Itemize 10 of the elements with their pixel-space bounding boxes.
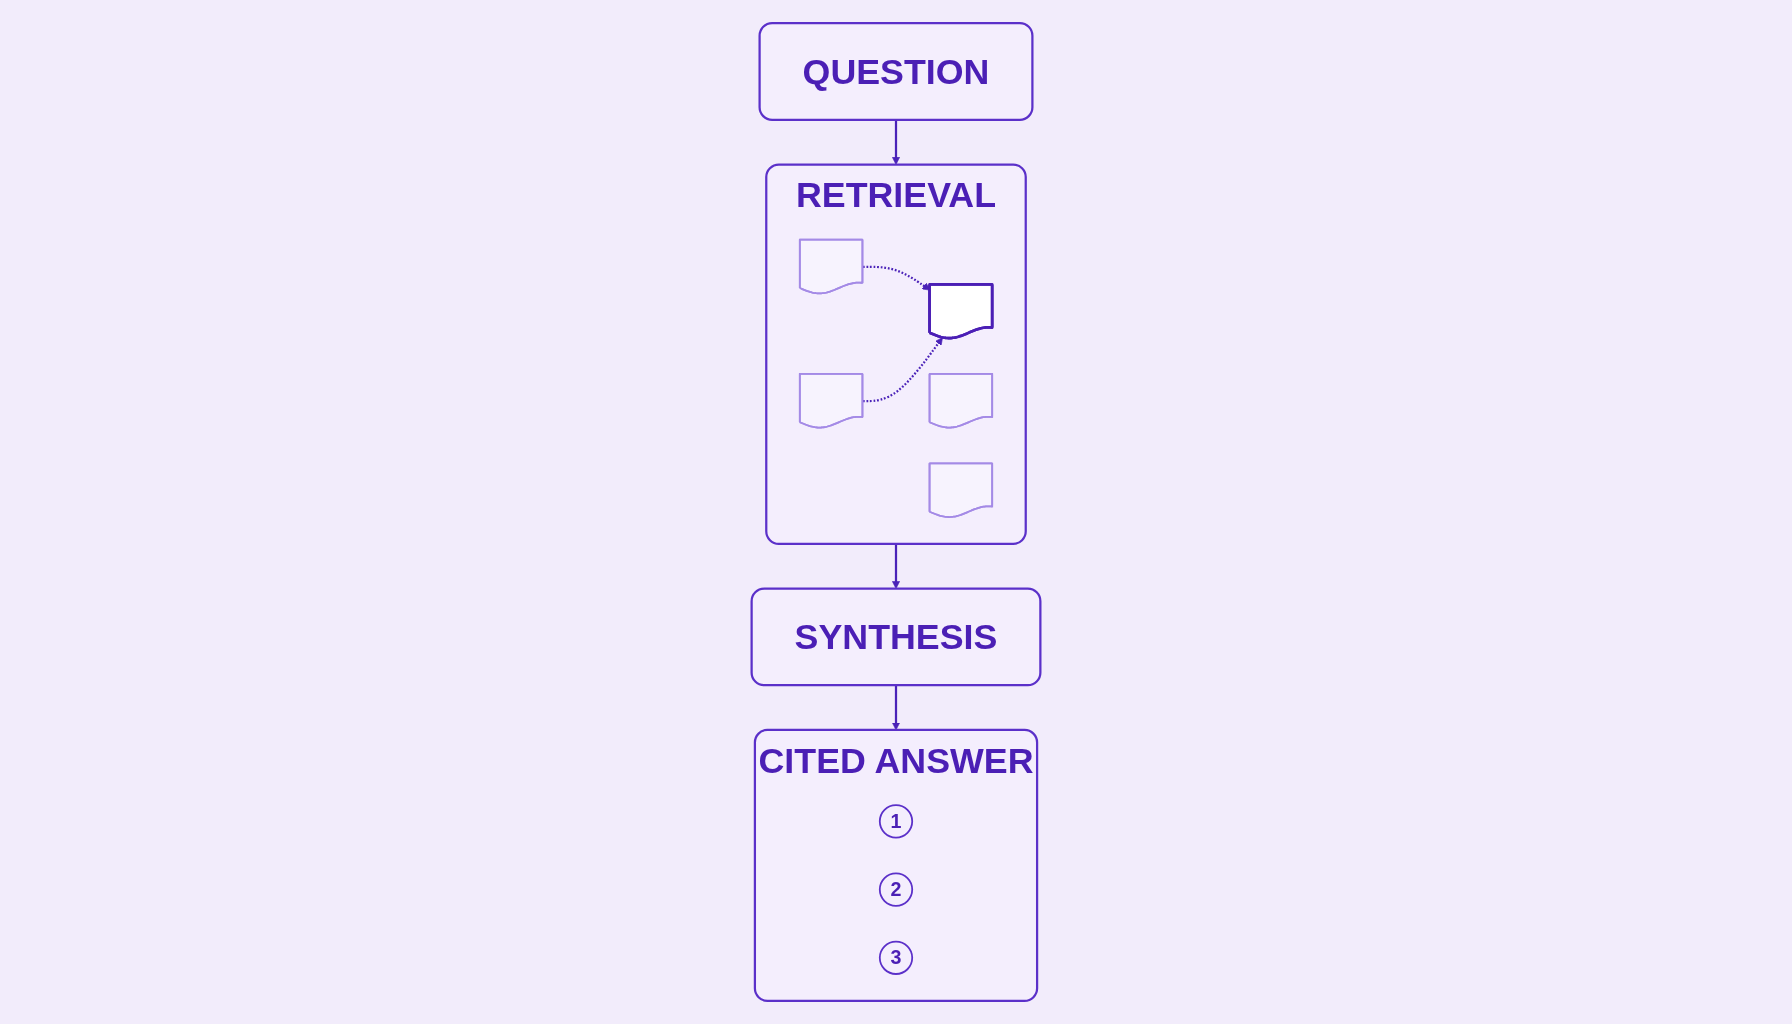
arrow [862, 337, 943, 403]
node-circle: 1 [878, 804, 914, 839]
node-circle: 2 [878, 872, 914, 907]
arrow [862, 265, 931, 291]
node-box: SYNTHESIS [750, 587, 1042, 687]
node-box: QUESTION [758, 22, 1034, 121]
node-circle: 3 [878, 940, 914, 975]
arrow [892, 543, 900, 589]
arrow [892, 119, 900, 165]
cluster: RETRIEVAL [765, 163, 1027, 545]
